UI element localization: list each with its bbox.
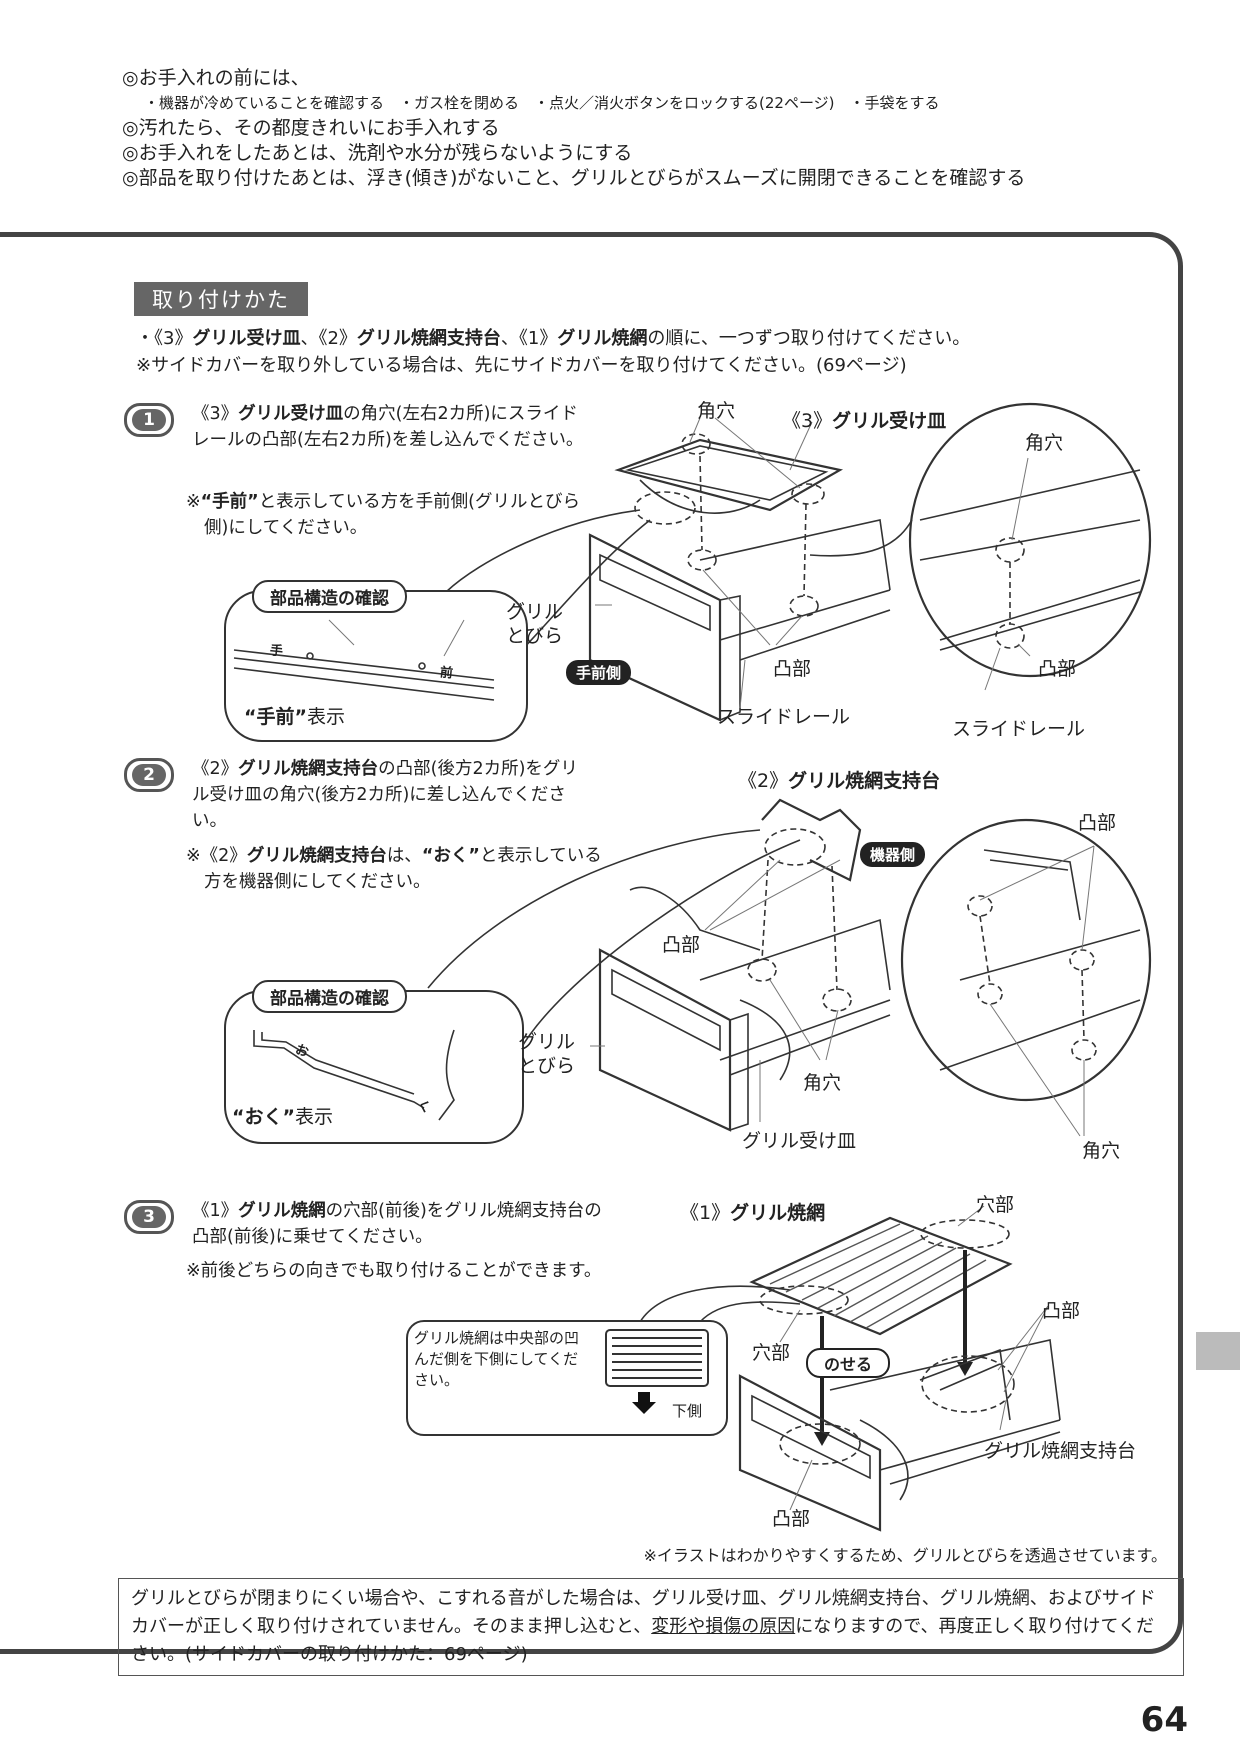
step-2-text: 《2》グリル焼網支持台の凸部(後方2カ所)をグリル受け皿の角穴(後方2カ所)に差… — [192, 759, 578, 831]
label-kakuana-zoom-2: 角穴 — [1082, 1140, 1121, 1162]
step-3-badge: 3 — [124, 1200, 174, 1234]
intro-line-1: ◎お手入れの前には、 — [122, 67, 310, 89]
step-2-check-inset — [224, 990, 524, 1144]
label-totsubu: 凸部 — [773, 658, 812, 680]
step-1-check-caption: “手前”表示 — [244, 706, 345, 728]
content-frame — [0, 232, 1183, 1654]
label-totsubu-zoom: 凸部 — [1038, 658, 1077, 680]
intro-line-3: ◎汚れたら、その都度きれいにお手入れする — [122, 117, 500, 139]
step-1-check-title: 部品構造の確認 — [252, 580, 407, 613]
label-anabu-left: 穴部 — [752, 1342, 791, 1364]
step-3-inset-down: 下側 — [672, 1402, 703, 1420]
step-1-badge: 1 — [124, 403, 174, 437]
label-support-3: グリル焼網支持台 — [984, 1440, 1137, 1462]
label-anabu-top: 穴部 — [976, 1194, 1015, 1216]
badge-noseru: のせる — [806, 1348, 891, 1378]
intro-line-5: ◎部品を取り付けたあとは、浮き(傾き)がないこと、グリルとびらがスムーズに開閉で… — [122, 167, 1026, 189]
label-support-part: 《2》グリル焼網支持台 — [738, 770, 941, 792]
intro-line-4: ◎お手入れをしたあとは、洗剤や水分が残らないようにする — [122, 142, 633, 164]
step-2-check-caption: “おく”表示 — [232, 1106, 333, 1128]
warning-underline: 変形や損傷の原因 — [651, 1616, 796, 1637]
label-totsubu-bottom: 凸部 — [772, 1508, 811, 1530]
label-door-2: グリルとびら — [518, 1031, 576, 1077]
step-1-text: 《3》グリル受け皿の角穴(左右2カ所)にスライドレールの凸部(左右2カ所)を差し… — [192, 404, 584, 450]
intro-notes: ◎お手入れの前には、 ・機器が冷めていることを確認する ・ガス栓を閉める ・点火… — [122, 66, 1025, 191]
badge-front-side: 手前側 — [566, 660, 632, 685]
label-rail-zoom: スライドレール — [952, 718, 1086, 740]
step-3-inset-net-icon — [605, 1329, 709, 1414]
step-3-text: 《1》グリル焼網の穴部(前後)をグリル焼網支持台の凸部(前後)に乗せてください。 — [192, 1201, 602, 1247]
side-index-tab — [1196, 1332, 1240, 1370]
label-totsubu-right: 凸部 — [1042, 1300, 1081, 1322]
label-net-part: 《1》グリル焼網 — [680, 1202, 826, 1224]
step-3-inset-text: グリル焼網は中央部の凹んだ側を下側にしてください。 — [414, 1329, 580, 1389]
label-totsubu-zoom-2: 凸部 — [1078, 812, 1117, 834]
step-2-note: ※《2》グリル焼網支持台は、“おく”と表示している方を機器側にしてください。 — [186, 846, 602, 892]
badge-device-side: 機器側 — [860, 842, 926, 867]
intro-line-2: ・機器が冷めていることを確認する ・ガス栓を閉める ・点火／消火ボタンをロックす… — [144, 94, 940, 112]
label-totsubu-2: 凸部 — [662, 934, 701, 956]
page-number: 64 — [1140, 1700, 1188, 1740]
section-lead: ・《3》グリル受け皿、《2》グリル焼網支持台、《1》グリル焼網の順に、一つずつ取… — [136, 325, 970, 379]
step-1-note: ※“手前”と表示している方を手前側(グリルとびら側)にしてください。 — [186, 492, 580, 538]
illustration-footnote: ※イラストはわかりやすくするため、グリルとびらを透過させています。 — [643, 1546, 1168, 1565]
section-lead-note: ※サイドカバーを取り外している場合は、先にサイドカバーを取り付けてください。(6… — [136, 355, 907, 376]
label-tray-part: 《3》グリル受け皿 — [782, 410, 947, 432]
label-rail: スライドレール — [717, 706, 851, 728]
label-kakuana-zoom: 角穴 — [1025, 432, 1064, 454]
step-2-check-illustration — [253, 1029, 455, 1121]
label-door: グリルとびら — [506, 601, 564, 647]
warning-box: グリルとびらが閉まりにくい場合や、こすれる音がした場合は、グリル受け皿、グリル焼… — [118, 1578, 1184, 1676]
step-3-note: ※前後どちらの向きでも取り付けることができます。 — [186, 1261, 602, 1281]
section-title: 取り付けかた — [134, 282, 308, 316]
step-1-check-illustration — [233, 619, 495, 701]
step-2-badge: 2 — [124, 758, 174, 792]
label-kakuana-top: 角穴 — [697, 400, 736, 422]
step-2-check-title: 部品構造の確認 — [252, 980, 407, 1013]
label-kakuana-2: 角穴 — [803, 1072, 842, 1094]
label-tray-2: グリル受け皿 — [742, 1130, 857, 1152]
